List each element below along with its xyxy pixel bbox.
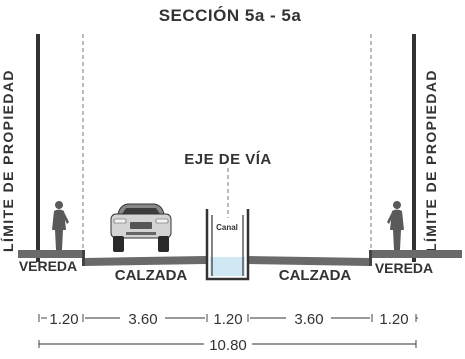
property-limit-left: LÍMITE DE PROPIEDAD (0, 34, 40, 262)
total-dimension-line (38, 340, 417, 348)
axis-label: EJE DE VÍA (184, 151, 272, 168)
dimension-total: 10.80 (209, 337, 247, 354)
dimension-segment-3: 1.20 (213, 311, 242, 328)
canal-label: Canal (216, 223, 238, 232)
property-limit-label-right: LÍMITE DE PROPIEDAD (423, 69, 439, 252)
sidewalk-right-slab (370, 250, 462, 258)
curb-right (369, 250, 372, 266)
sidewalk-left-slab (18, 250, 84, 258)
pedestrian-right-icon (387, 201, 404, 250)
section-title: SECCIÓN 5a - 5a (159, 6, 302, 25)
curb-left (82, 250, 85, 266)
dimension-segment-5: 1.20 (379, 311, 408, 328)
dimension-segment-1: 1.20 (49, 311, 78, 328)
zone-label-roadway-right: CALZADA (279, 267, 352, 284)
dimension-segment-4: 3.60 (294, 311, 323, 328)
property-limit-label-left: LÍMITE DE PROPIEDAD (0, 69, 16, 252)
zone-label-roadway-left: CALZADA (115, 267, 188, 284)
dimension-segment-2: 3.60 (128, 311, 157, 328)
canal-water (210, 257, 245, 276)
ground-profile (18, 250, 462, 266)
roadway-left-slab (84, 256, 206, 266)
segment-dimension-line (38, 314, 418, 322)
zone-label-sidewalk-right: VEREDA (375, 260, 433, 276)
canal: Canal (205, 209, 250, 281)
roadway-right-slab (248, 256, 370, 266)
property-limit-right: LÍMITE DE PROPIEDAD (412, 34, 439, 262)
car-icon (110, 203, 172, 252)
zone-label-sidewalk-left: VEREDA (19, 258, 77, 274)
canal-walls (205, 209, 250, 281)
pedestrian-left-icon (52, 201, 69, 250)
